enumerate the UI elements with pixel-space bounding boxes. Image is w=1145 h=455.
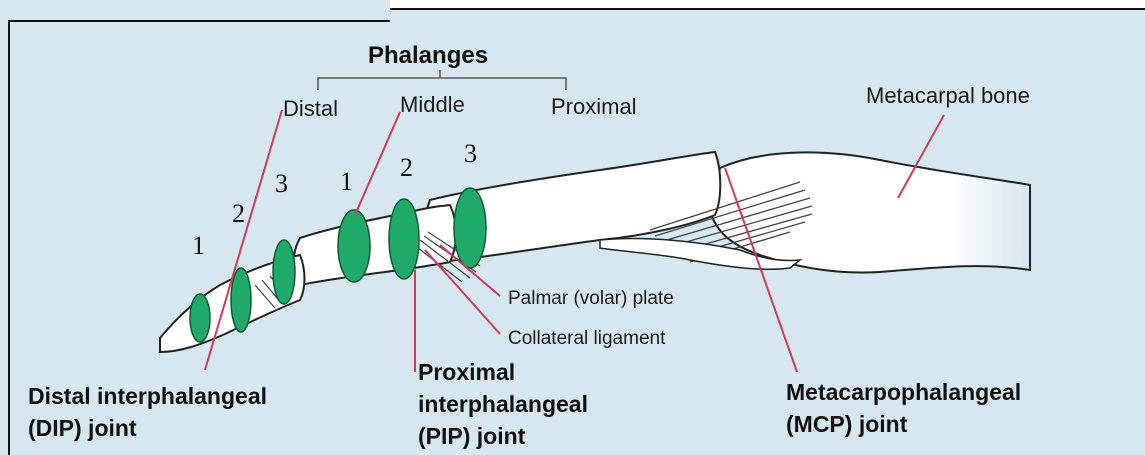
dip-number-2: 2 [232, 199, 245, 228]
dip-marker-2 [231, 268, 251, 332]
phalanges-bracket [318, 70, 566, 90]
middle-phalanx [294, 205, 456, 285]
dip-marker-1 [190, 294, 210, 342]
dip-number-labels: 1 2 3 [192, 169, 288, 260]
distal-label: Distal [283, 96, 338, 121]
dip-joint-label-line2: (DIP) joint [28, 415, 137, 441]
pip-number-1: 1 [340, 167, 353, 196]
pip-number-3: 3 [464, 139, 477, 168]
mcp-joint-label-line1: Metacarpophalangeal [786, 379, 1021, 405]
dip-joint-markers [190, 240, 295, 342]
dip-marker-3 [273, 240, 295, 304]
phalanges-title: Phalanges [368, 42, 488, 69]
pip-joint-label-line2: interphalangeal [418, 391, 588, 417]
dip-number-1: 1 [192, 231, 205, 260]
dip-joint-label-line1: Distal interphalangeal [28, 383, 267, 409]
pip-marker-1 [338, 210, 370, 282]
middle-label: Middle [400, 92, 465, 117]
pip-joint-label-line1: Proximal [418, 359, 515, 385]
palmar-plate-label: Palmar (volar) plate [508, 288, 674, 309]
leader-middle [355, 112, 400, 215]
metacarpal-bone-label: Metacarpal bone [866, 83, 1030, 108]
pip-joint-label-line3: (PIP) joint [418, 423, 526, 449]
dip-number-3: 3 [275, 169, 288, 198]
pip-number-2: 2 [400, 153, 413, 182]
mcp-joint-label-line2: (MCP) joint [786, 411, 908, 437]
metacarpal-bone [710, 152, 1030, 272]
collateral-ligament-label: Collateral ligament [508, 328, 666, 349]
pip-marker-2 [389, 199, 419, 279]
pip-number-labels: 1 2 3 [340, 139, 477, 196]
pip-marker-3 [454, 188, 486, 268]
proximal-label: Proximal [551, 94, 637, 119]
